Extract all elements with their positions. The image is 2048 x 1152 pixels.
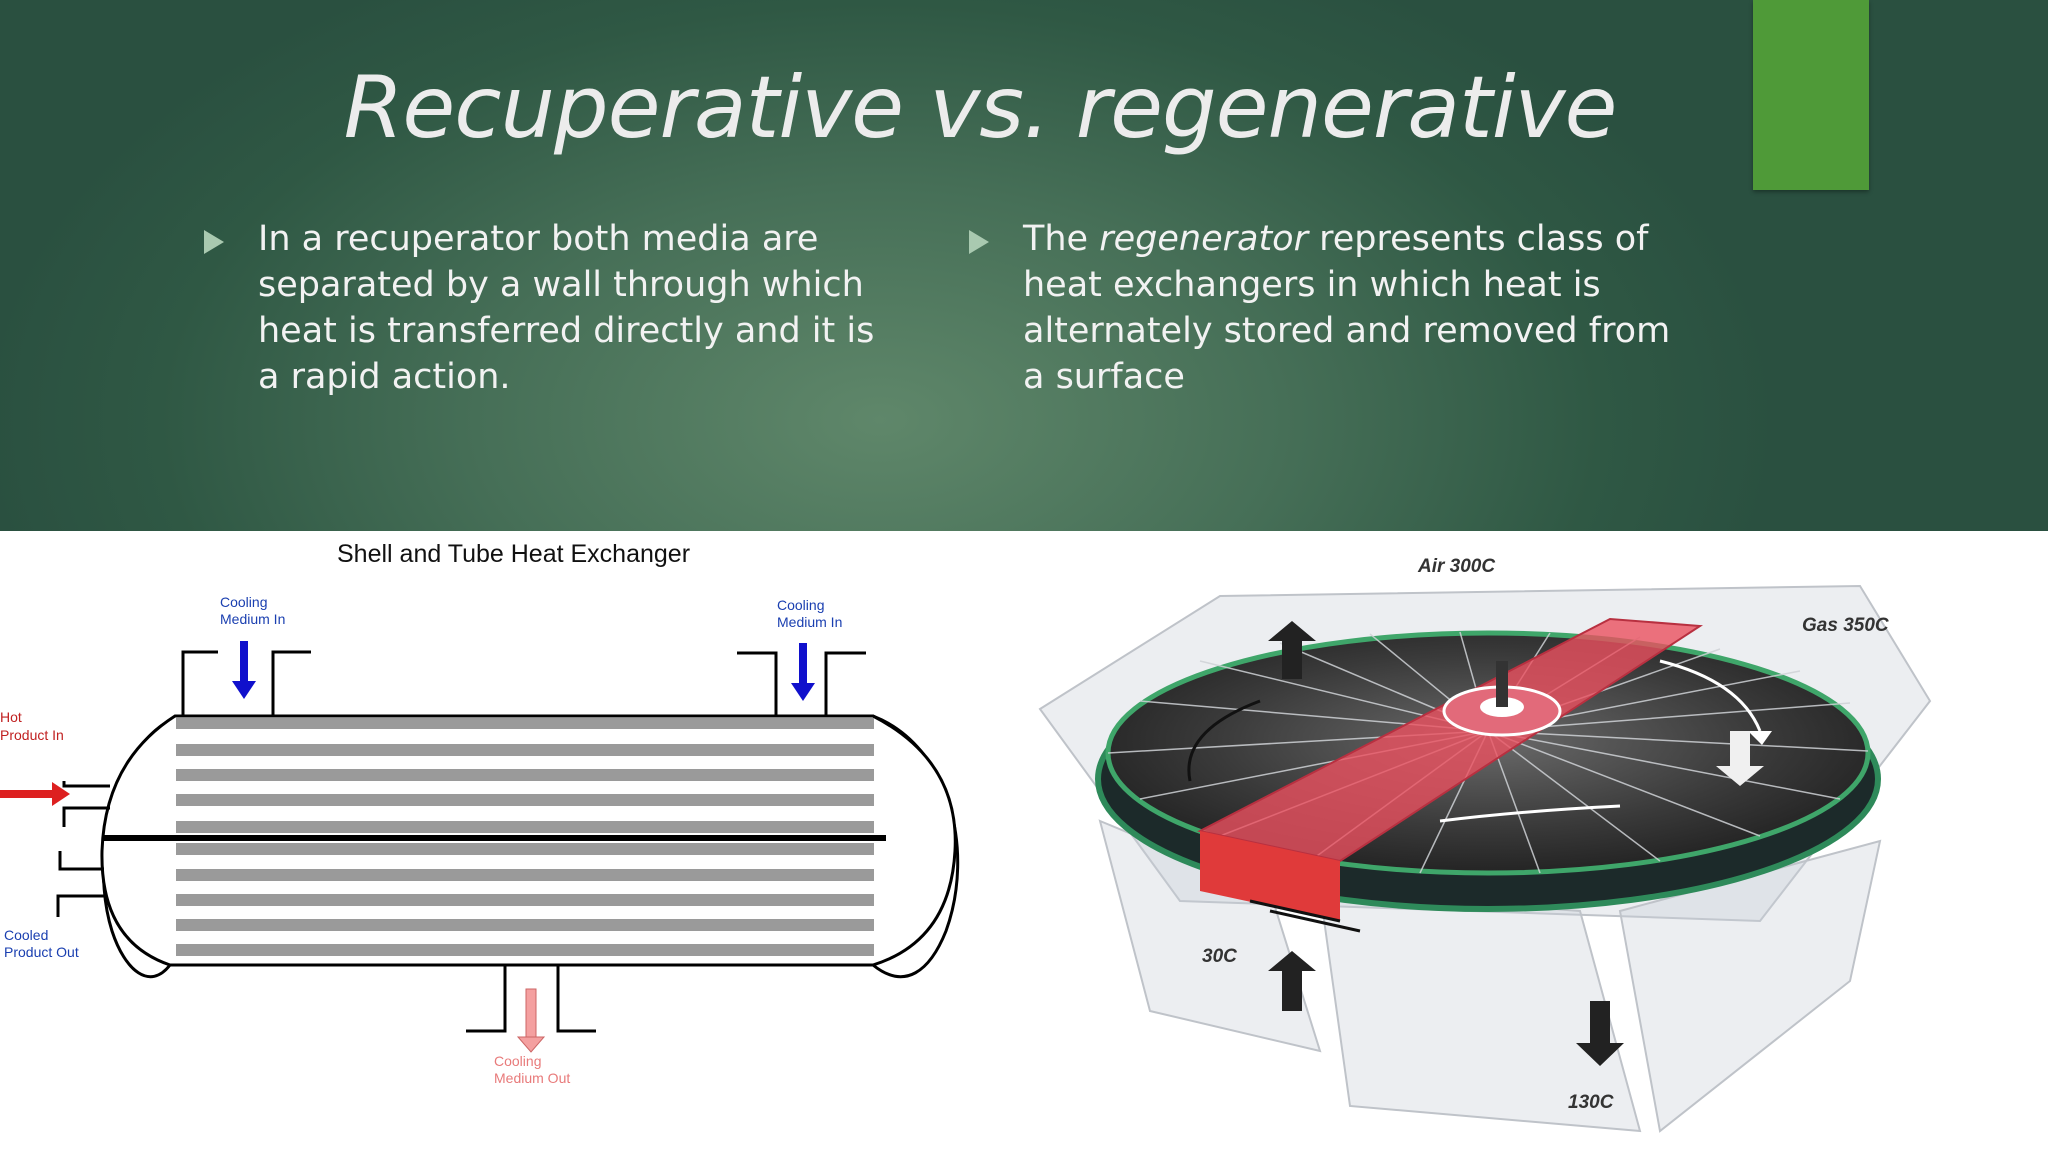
cooled-out-label: Cooled <box>4 927 48 943</box>
cooling-in-left-label-2: Medium In <box>220 611 285 627</box>
inlet-30c-arrow-icon <box>1268 951 1316 1011</box>
hot-in-label: Hot <box>0 709 22 725</box>
hub-shaft <box>1496 661 1508 707</box>
cooled-out-label-2: Product Out <box>4 944 79 960</box>
outlet-130c-label: 130C <box>1568 1092 1614 1113</box>
slide-title: Recuperative vs. regenerative <box>343 58 1618 158</box>
rotation-arrow-bottom-icon <box>1439 804 1621 823</box>
rotation-arrowhead-icon <box>1748 731 1772 745</box>
inlet-30c-label: 30C <box>1202 946 1237 967</box>
cooling-out-label: Cooling <box>494 1053 541 1069</box>
gas-in-arrow-icon <box>1716 731 1764 786</box>
slide-background <box>0 0 2048 531</box>
nozzle-top-left <box>181 650 311 717</box>
bullet-arrow-icon <box>204 230 224 254</box>
shell-tube-title: Shell and Tube Heat Exchanger <box>337 540 690 568</box>
cooling-in-left-label: Cooling <box>220 594 267 610</box>
nozzle-top-right <box>737 651 866 717</box>
cooling-in-right-label-2: Medium In <box>777 614 842 630</box>
bullet-regenerator: The regenerator represents class of heat… <box>969 216 1683 400</box>
bottom-flow-arrows-icon <box>1249 899 1361 933</box>
cooling-in-right-label: Cooling <box>777 597 824 613</box>
tube-lower <box>176 843 874 855</box>
bullet-recuperator: In a recuperator both media are separate… <box>204 216 898 400</box>
nozzle-left <box>56 781 110 917</box>
cooling-out-label-2: Medium Out <box>494 1070 570 1086</box>
hot-in-arrow-icon <box>0 782 70 806</box>
hot-in-label-2: Product In <box>0 727 64 743</box>
outlet-130c-arrow-icon <box>1576 1001 1624 1066</box>
air-out-arrow-icon <box>1268 621 1316 679</box>
cooling-in-left-arrow-icon <box>232 641 256 699</box>
bullet-regenerator-prefix: The <box>1023 219 1100 259</box>
shell-tube-diagram: Shell and Tube Heat Exchanger <box>0 540 960 1086</box>
rotation-arrow-icon <box>1659 659 1762 732</box>
bullet-regenerator-suffix: represents class of heat exchangers in w… <box>1023 219 1671 397</box>
rotation-arrow-left-icon <box>1187 699 1261 782</box>
bullet-arrow-icon <box>969 230 989 254</box>
nozzle-bottom <box>466 965 596 1033</box>
cooling-in-right-arrow-icon <box>791 643 815 701</box>
accent-bar <box>1753 0 1869 190</box>
cooling-out-arrow-icon <box>516 988 546 1053</box>
gas-temp-label: Gas 350C <box>1802 615 1889 636</box>
bullet-recuperator-text: In a recuperator both media are separate… <box>258 219 875 397</box>
seal-bar-front <box>1200 831 1340 921</box>
bullet-regenerator-term: regenerator <box>1099 219 1308 259</box>
air-temp-label: Air 300C <box>1417 556 1495 577</box>
tube-bundle <box>176 718 874 956</box>
regenerator-diagram: Air 300C Gas 350C 30C 130C <box>1038 556 1932 1133</box>
